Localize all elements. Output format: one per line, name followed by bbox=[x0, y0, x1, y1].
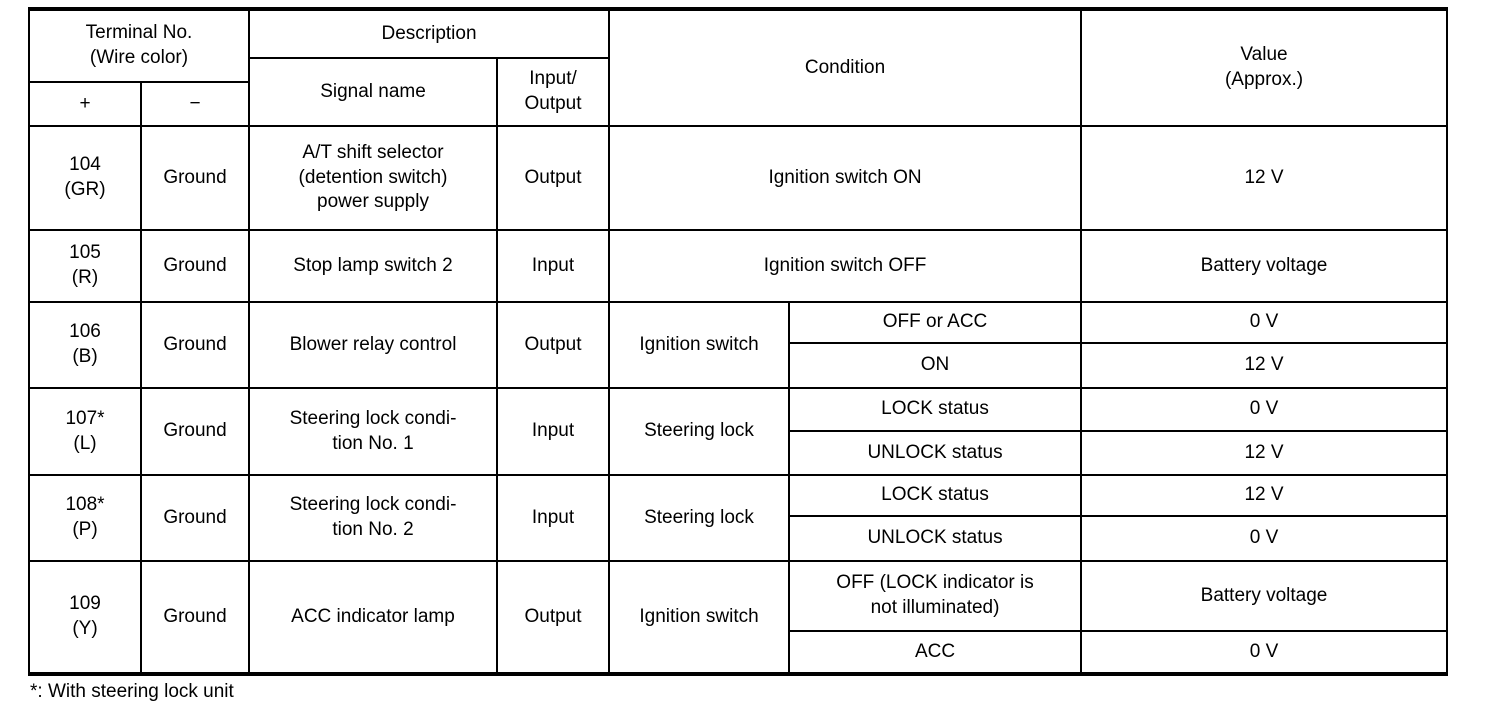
input-output-cell: Input bbox=[495, 474, 611, 562]
header-value: Value (Approx.) bbox=[1080, 8, 1449, 127]
terminal-voltage-table: Terminal No. (Wire color) Description Co… bbox=[28, 7, 1449, 676]
value-cell: 0 V bbox=[1080, 515, 1449, 562]
ground-cell: Ground bbox=[140, 387, 250, 476]
value-cell: 12 V bbox=[1080, 430, 1449, 476]
condition-label-cell: Ignition switch bbox=[608, 301, 791, 389]
terminal-cell: 104 (GR) bbox=[28, 125, 142, 231]
terminal-cell: 105 (R) bbox=[28, 229, 142, 303]
sub-condition-cell: OFF (LOCK indicator is not illuminated) bbox=[788, 560, 1083, 632]
input-output-cell: Input bbox=[495, 387, 611, 476]
condition-label-cell: Ignition switch bbox=[608, 560, 791, 675]
signal-name-cell: Steering lock condi- tion No. 2 bbox=[248, 474, 498, 562]
condition-cell: Ignition switch OFF bbox=[608, 229, 1083, 303]
signal-name-cell: Stop lamp switch 2 bbox=[248, 229, 498, 303]
terminal-cell: 106 (B) bbox=[28, 301, 142, 389]
header-row-2: Signal name Input/ Output bbox=[29, 57, 1447, 127]
terminal-cell: 109 (Y) bbox=[28, 560, 142, 675]
header-input-output: Input/ Output bbox=[495, 57, 611, 127]
footnote: *: With steering lock unit bbox=[30, 681, 234, 702]
signal-name-cell: A/T shift selector (detention switch) po… bbox=[248, 125, 498, 231]
value-cell: 12 V bbox=[1080, 125, 1449, 231]
condition-label-cell: Steering lock bbox=[608, 387, 791, 476]
header-minus: − bbox=[140, 81, 250, 127]
input-output-cell: Output bbox=[495, 301, 611, 389]
header-plus: + bbox=[28, 81, 142, 127]
input-output-cell: Input bbox=[495, 229, 611, 303]
table-header: Terminal No. (Wire color) Description Co… bbox=[28, 8, 1449, 127]
condition-label-cell: Steering lock bbox=[608, 474, 791, 562]
header-terminal-no: Terminal No. (Wire color) bbox=[28, 8, 250, 83]
sub-condition-cell: ON bbox=[788, 342, 1083, 389]
terminal-cell: 108* (P) bbox=[28, 474, 142, 562]
value-cell: 0 V bbox=[1080, 301, 1449, 344]
ground-cell: Ground bbox=[140, 560, 250, 675]
ground-cell: Ground bbox=[140, 301, 250, 389]
sub-condition-cell: LOCK status bbox=[788, 474, 1083, 517]
input-output-cell: Output bbox=[495, 560, 611, 675]
value-cell: 12 V bbox=[1080, 342, 1449, 389]
sub-condition-cell: LOCK status bbox=[788, 387, 1083, 432]
sub-condition-cell: OFF or ACC bbox=[788, 301, 1083, 344]
signal-name-cell: ACC indicator lamp bbox=[248, 560, 498, 675]
header-row-1: Terminal No. (Wire color) Description Co… bbox=[28, 8, 1449, 127]
value-cell: 0 V bbox=[1080, 630, 1449, 675]
value-cell: 12 V bbox=[1080, 474, 1449, 517]
header-row-3: + − bbox=[28, 81, 1447, 127]
sub-condition-cell: UNLOCK status bbox=[788, 430, 1083, 476]
input-output-cell: Output bbox=[495, 125, 611, 231]
ground-cell: Ground bbox=[140, 125, 250, 231]
value-cell: Battery voltage bbox=[1080, 229, 1449, 303]
value-cell: Battery voltage bbox=[1080, 560, 1449, 632]
condition-cell: Ignition switch ON bbox=[608, 125, 1083, 231]
value-cell: 0 V bbox=[1080, 387, 1449, 432]
ground-cell: Ground bbox=[140, 474, 250, 562]
ground-cell: Ground bbox=[140, 229, 250, 303]
header-condition: Condition bbox=[608, 8, 1083, 127]
signal-name-cell: Blower relay control bbox=[248, 301, 498, 389]
terminal-cell: 107* (L) bbox=[28, 387, 142, 476]
signal-name-cell: Steering lock condi- tion No. 1 bbox=[248, 387, 498, 476]
sub-condition-cell: UNLOCK status bbox=[788, 515, 1083, 562]
header-signal-name: Signal name bbox=[248, 57, 498, 127]
header-description: Description bbox=[247, 8, 611, 59]
sub-condition-cell: ACC bbox=[788, 630, 1083, 675]
